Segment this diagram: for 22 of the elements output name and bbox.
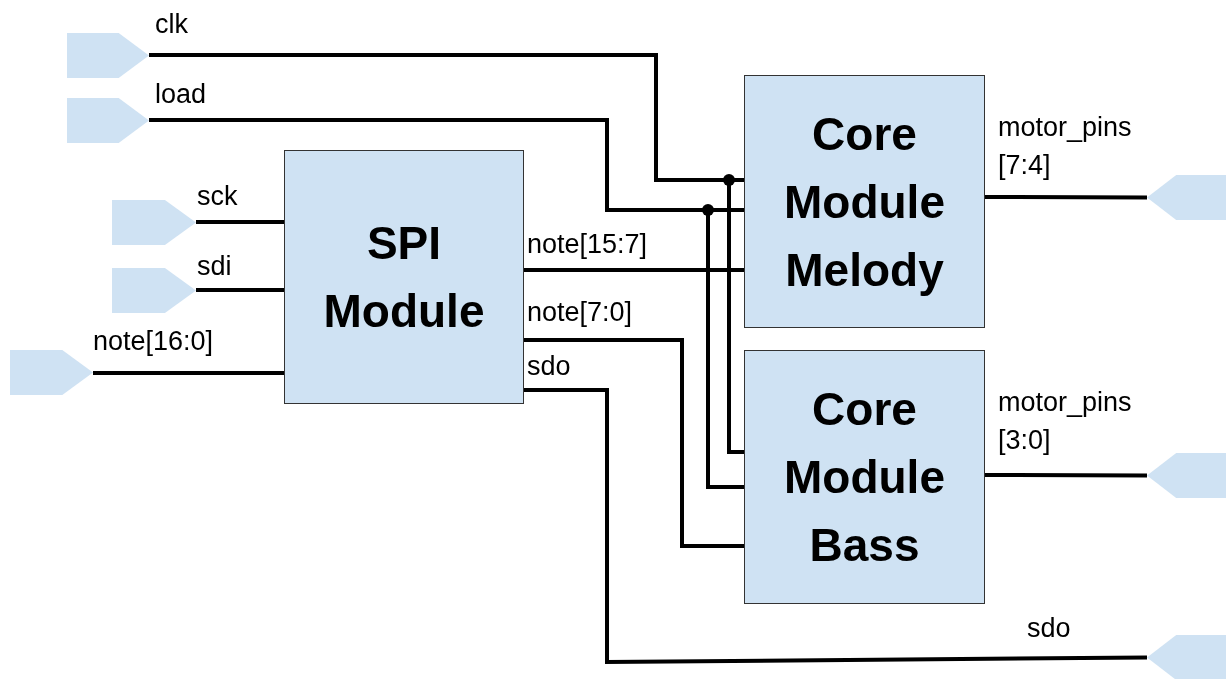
signal-label: sdo (1027, 612, 1071, 644)
signal-label: motor_pins [7:4] (998, 111, 1133, 182)
signal-label: clk (155, 8, 188, 40)
wire (196, 220, 284, 224)
signal-label: motor_pins [3:0] (998, 386, 1133, 457)
module-block: Core Module Bass (744, 350, 985, 604)
wire (524, 338, 744, 548)
signal-label: note[15:7] (527, 228, 648, 260)
wire (93, 371, 284, 375)
wire (985, 195, 1147, 200)
wire (524, 268, 744, 272)
signal-label: load (155, 78, 207, 110)
signal-label: note[16:0] (93, 325, 214, 357)
signal-label: note[7:0] (527, 296, 633, 328)
module-block: SPI Module (284, 150, 524, 404)
wire (985, 473, 1147, 478)
signal-label: sdo (527, 350, 571, 382)
wire (524, 388, 1147, 664)
wire (196, 288, 284, 292)
module-block: Core Module Melody (744, 75, 985, 328)
signal-label: sck (197, 180, 238, 212)
signal-label: sdi (197, 250, 232, 282)
